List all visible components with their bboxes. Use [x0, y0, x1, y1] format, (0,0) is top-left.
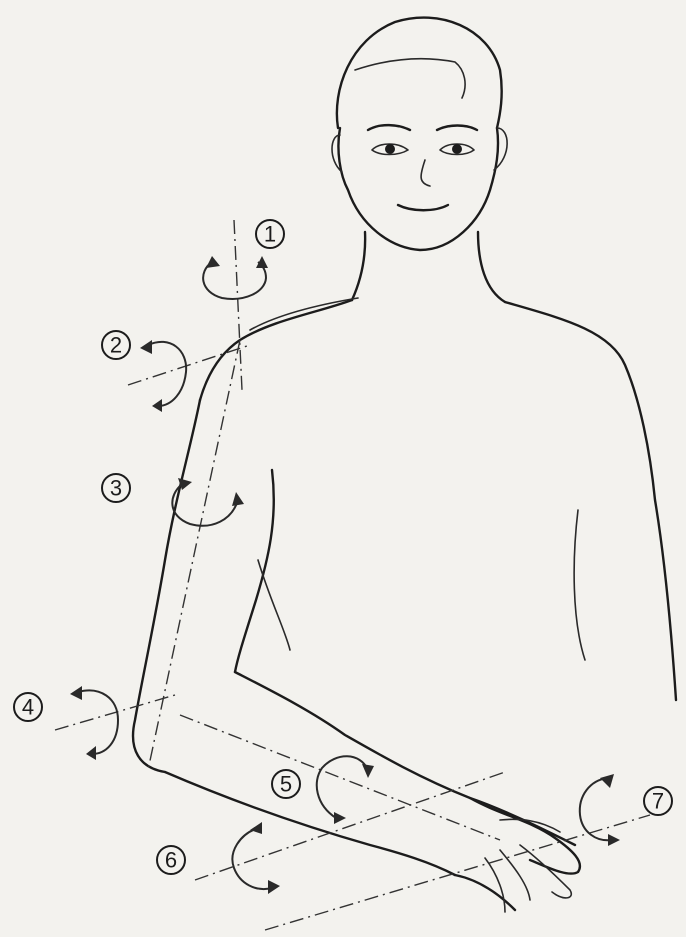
nose	[421, 160, 430, 186]
svg-text:2: 2	[110, 333, 122, 358]
neck-left	[352, 232, 365, 300]
rotation-arrow-2	[140, 340, 186, 412]
motion-label-4: 4	[14, 693, 42, 721]
man-figure	[133, 18, 676, 912]
mouth	[398, 205, 448, 210]
rotation-arrow-3	[172, 478, 244, 526]
svg-text:5: 5	[280, 772, 292, 797]
svg-text:3: 3	[110, 476, 122, 501]
armpit	[258, 560, 290, 650]
svg-text:6: 6	[165, 848, 177, 873]
rotation-axes	[55, 220, 650, 930]
right-pupil	[452, 144, 462, 154]
left-eyebrow	[368, 125, 410, 130]
left-shoulder	[200, 300, 352, 400]
hair-outline	[337, 18, 502, 128]
axis-1-vertical	[234, 220, 242, 390]
axis-5-forearm	[180, 715, 500, 840]
svg-text:1: 1	[264, 222, 276, 247]
hair-part	[355, 59, 465, 98]
motion-label-5: 5	[272, 770, 300, 798]
motion-label-7: 7	[644, 787, 672, 815]
svg-text:4: 4	[22, 695, 34, 720]
left-pupil	[385, 144, 395, 154]
rotation-arrows	[70, 256, 620, 894]
motion-label-2: 2	[102, 331, 130, 359]
upper-arm-outer	[133, 400, 200, 772]
right-shoulder-torso	[505, 302, 676, 700]
rotation-arrow-1	[203, 256, 268, 299]
face-outline	[338, 128, 498, 250]
rotation-arrow-4	[70, 686, 118, 760]
torso-side	[574, 510, 585, 660]
rotation-arrow-5	[317, 756, 374, 824]
fingers	[485, 845, 571, 912]
motion-label-6: 6	[157, 846, 185, 874]
motion-label-1: 1	[256, 220, 284, 248]
neck-right	[478, 232, 505, 302]
axis-7-hand	[265, 815, 650, 930]
right-eyebrow	[437, 126, 477, 131]
forearm-bottom	[165, 772, 455, 875]
rotation-arrow-7	[580, 774, 620, 846]
thumb	[500, 819, 560, 832]
motion-label-3: 3	[102, 474, 130, 502]
axis-6-wrist	[195, 772, 505, 880]
svg-text:7: 7	[652, 789, 664, 814]
